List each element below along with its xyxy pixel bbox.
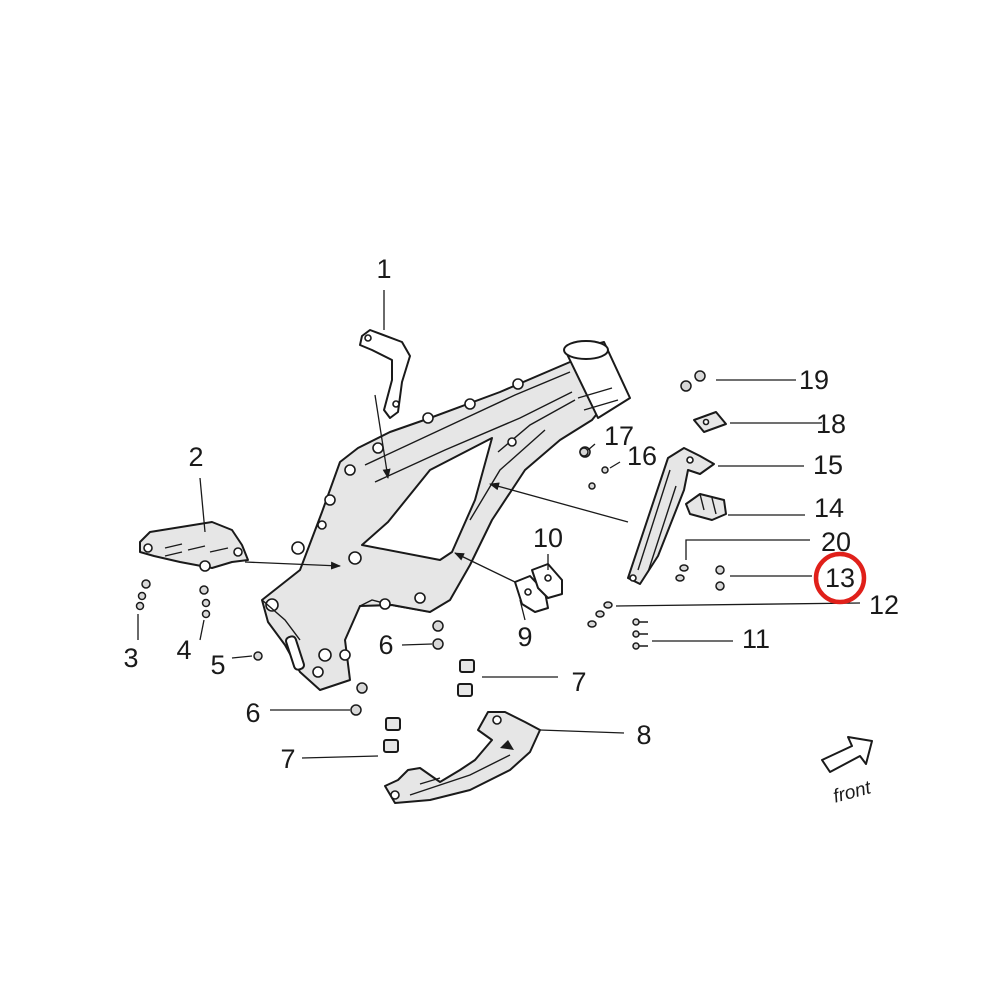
part-9-10-brackets — [514, 563, 563, 613]
label-part-19: 19 — [799, 365, 829, 395]
part-14-clip — [685, 493, 727, 521]
label-part-20: 20 — [821, 527, 851, 557]
label-part-4: 4 — [176, 635, 191, 665]
label-part-15: 15 — [813, 450, 843, 480]
front-label: front — [831, 777, 874, 807]
part-2-plate — [139, 521, 249, 572]
label-part-1: 1 — [376, 254, 391, 284]
part-8-guard — [384, 711, 541, 804]
part-1-bracket — [359, 329, 411, 419]
assembly-arrows — [244, 394, 629, 583]
leader-lines — [137, 290, 861, 759]
label-part-7b: 7 — [280, 744, 295, 774]
label-part-3: 3 — [123, 643, 138, 673]
front-indicator: front — [821, 736, 874, 808]
label-part-18: 18 — [816, 409, 846, 439]
label-part-9: 9 — [517, 622, 532, 652]
label-part-17: 17 — [604, 421, 634, 451]
label-part-12: 12 — [869, 590, 899, 620]
label-part-10: 10 — [533, 523, 563, 553]
label-part-8: 8 — [636, 720, 651, 750]
label-part-14: 14 — [814, 493, 844, 523]
label-part-13: 13 — [825, 563, 855, 593]
part-18-clip — [693, 411, 727, 433]
part-15-rail — [627, 447, 715, 585]
arrow-right-icon — [821, 736, 873, 773]
label-part-2: 2 — [188, 442, 203, 472]
main-frame — [261, 340, 631, 691]
highlight-circle — [813, 551, 867, 605]
label-part-6b: 6 — [245, 698, 260, 728]
part-labels: 1 2 3 4 5 6 6 7 7 8 9 10 11 12 13 14 15 … — [123, 254, 899, 774]
label-part-16: 16 — [627, 441, 657, 471]
label-part-11: 11 — [742, 624, 770, 654]
label-part-6a: 6 — [378, 630, 393, 660]
label-part-5: 5 — [210, 650, 225, 680]
label-part-7a: 7 — [571, 667, 586, 697]
fasteners — [135, 370, 725, 753]
